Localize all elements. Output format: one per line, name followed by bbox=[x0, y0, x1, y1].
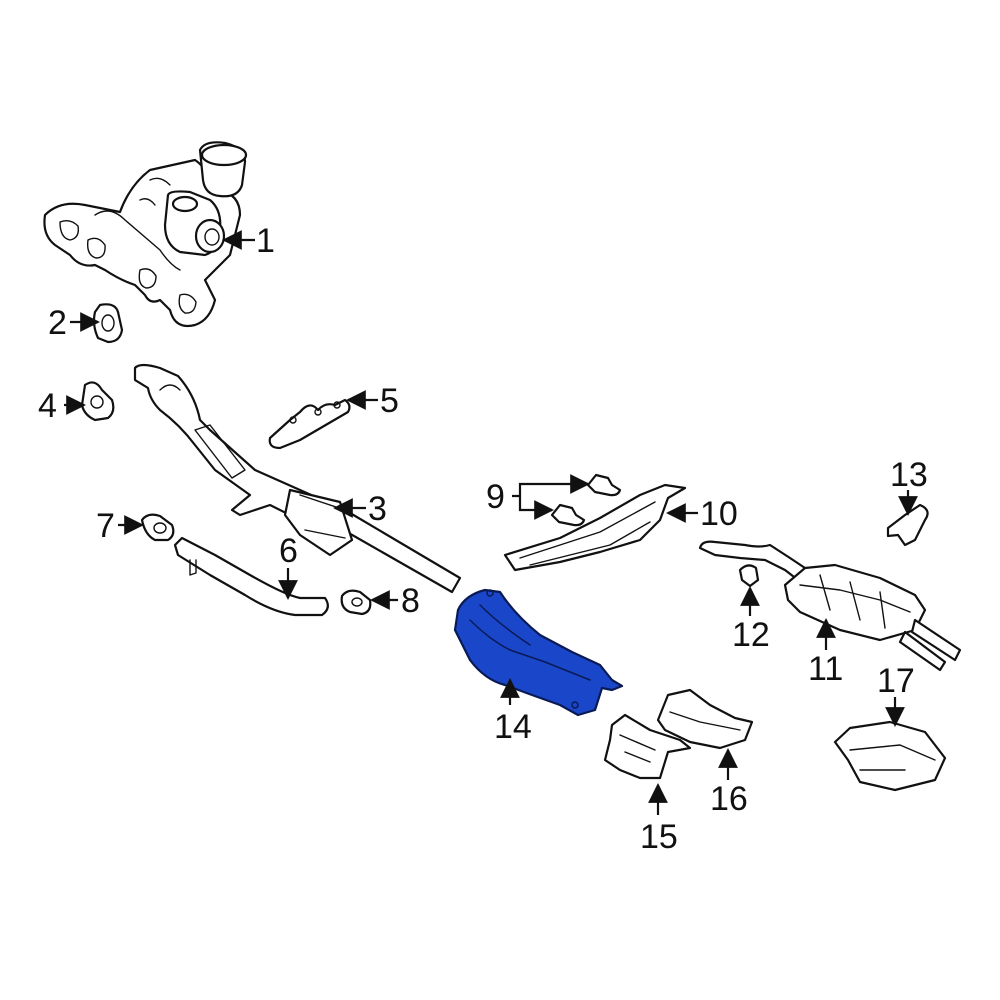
part-14-heat-shield-highlighted[interactable] bbox=[453, 588, 624, 717]
callout-14: 14 bbox=[494, 708, 532, 746]
part-1-turbo-manifold[interactable] bbox=[43, 141, 248, 328]
part-5-bracket[interactable] bbox=[268, 398, 351, 450]
part-7-clamp[interactable] bbox=[140, 513, 175, 542]
callout-2: 2 bbox=[48, 304, 67, 342]
part-17-heat-shield[interactable] bbox=[833, 720, 947, 792]
callout-6: 6 bbox=[279, 532, 298, 570]
callout-12: 12 bbox=[732, 616, 770, 654]
part-4-flange-gasket[interactable] bbox=[80, 381, 115, 422]
callout-5: 5 bbox=[380, 382, 399, 420]
part-9-hangers[interactable] bbox=[550, 473, 622, 527]
part-2-gasket[interactable] bbox=[92, 303, 124, 344]
callout-1: 1 bbox=[256, 222, 275, 260]
callout-7: 7 bbox=[96, 507, 115, 545]
leader-lines bbox=[64, 230, 918, 815]
callout-10: 10 bbox=[700, 495, 738, 533]
part-8-clamp[interactable] bbox=[340, 589, 372, 616]
part-16-heat-shield[interactable] bbox=[656, 688, 754, 750]
callout-16: 16 bbox=[710, 780, 748, 818]
callout-9: 9 bbox=[486, 478, 505, 516]
callout-8: 8 bbox=[401, 582, 420, 620]
part-6-pipe[interactable] bbox=[173, 536, 329, 617]
part-15-heat-shield[interactable] bbox=[603, 713, 692, 780]
callout-13: 13 bbox=[890, 456, 928, 494]
part-11-rear-muffler[interactable] bbox=[698, 540, 962, 672]
callout-11: 11 bbox=[808, 650, 843, 688]
callout-4: 4 bbox=[38, 387, 57, 425]
callout-3: 3 bbox=[368, 490, 387, 528]
callout-labels: 1 2 3 4 5 6 7 8 9 10 11 12 13 14 15 16 1… bbox=[38, 222, 928, 856]
part-12-hanger[interactable] bbox=[738, 564, 760, 588]
leader-9 bbox=[512, 482, 588, 512]
callout-17: 17 bbox=[877, 662, 915, 700]
callout-15: 15 bbox=[640, 818, 678, 856]
part-10-heat-shield[interactable] bbox=[503, 483, 687, 572]
